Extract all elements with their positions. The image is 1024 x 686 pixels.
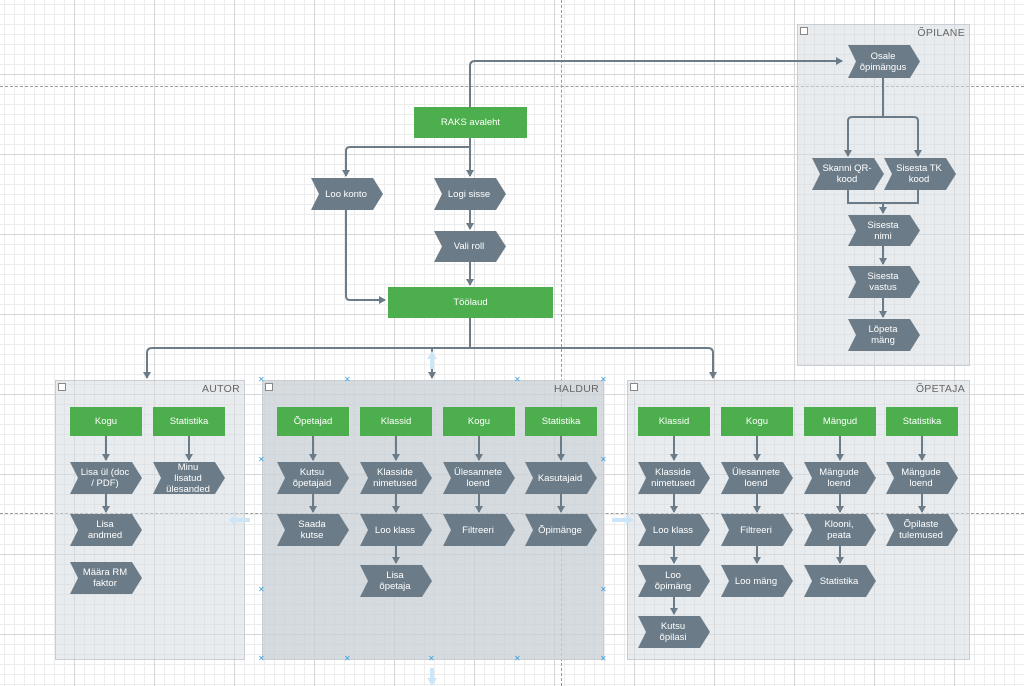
selection-handle[interactable]: ✕ (258, 375, 265, 384)
resize-arrows (228, 351, 634, 686)
node-klooni-peata[interactable]: Klooni, peata (804, 514, 876, 546)
resize-arrow-left (228, 515, 250, 525)
selection-handle[interactable]: ✕ (600, 455, 607, 464)
resize-arrow-down (427, 668, 437, 686)
node-minu-lisatud[interactable]: Minu lisatud ülesanded (153, 462, 225, 494)
node-kasutajaid[interactable]: Kasutajaid (525, 462, 597, 494)
selection-handle[interactable]: ✕ (514, 654, 521, 663)
node-opetaja-statistika2[interactable]: Statistika (804, 565, 876, 597)
node-saada-kutse[interactable]: Saada kutse (277, 514, 349, 546)
guide-line (561, 0, 562, 686)
node-logi-sisse[interactable]: Logi sisse (434, 178, 506, 210)
node-vali-roll[interactable]: Vali roll (434, 231, 506, 262)
node-opetaja-kogu[interactable]: Kogu (721, 407, 793, 436)
node-autor-kogu[interactable]: Kogu (70, 407, 142, 436)
node-sisesta-nimi[interactable]: Sisesta nimi (848, 215, 920, 246)
connector (342, 138, 471, 177)
node-opimange[interactable]: Õpimänge (525, 514, 597, 546)
collapse-toggle-icon[interactable] (630, 383, 638, 391)
node-opetaja-klassid[interactable]: Klassid (638, 407, 710, 436)
node-mangude-loend[interactable]: Mängude loend (804, 462, 876, 494)
resize-arrow-right (612, 515, 634, 525)
connector (844, 78, 884, 157)
selection-handle[interactable]: ✕ (344, 375, 351, 384)
selection-handle[interactable]: ✕ (258, 585, 265, 594)
node-haldur-filtreeri[interactable]: Filtreeri (443, 514, 515, 546)
node-lisa-ul[interactable]: Lisa ül (doc / PDF) (70, 462, 142, 494)
node-loo-opimang[interactable]: Loo õpimäng (638, 565, 710, 597)
node-opetaja-statistika[interactable]: Statistika (886, 407, 958, 436)
node-opilaste-tulemused[interactable]: Õpilaste tulemused (886, 514, 958, 546)
node-sisesta-vastus[interactable]: Sisesta vastus (848, 266, 920, 298)
node-haldur-opetajad[interactable]: Õpetajad (277, 407, 349, 436)
node-maara-rm[interactable]: Määra RM faktor (70, 562, 142, 594)
selection-handle[interactable]: ✕ (600, 654, 607, 663)
collapse-toggle-icon[interactable] (800, 27, 808, 35)
collapse-toggle-icon[interactable] (58, 383, 66, 391)
lane-title: AUTOR (201, 383, 240, 395)
node-osale-opimangus[interactable]: Osale õpimängus (848, 45, 920, 78)
selection-handle[interactable]: ✕ (600, 585, 607, 594)
node-haldur-klassid[interactable]: Klassid (360, 407, 432, 436)
connector (345, 210, 386, 304)
node-opetaja-klasside-nimetused[interactable]: Klasside nimetused (638, 462, 710, 494)
node-lisa-andmed[interactable]: Lisa andmed (70, 514, 142, 546)
lane-title: HALDUR (554, 383, 599, 395)
node-loo-mang[interactable]: Loo mäng (721, 565, 793, 597)
connector (143, 318, 471, 379)
selection-handle[interactable]: ✕ (258, 455, 265, 464)
node-haldur-loo-klass[interactable]: Loo klass (360, 514, 432, 546)
node-sisesta-tk[interactable]: Sisesta TK kood (884, 158, 956, 190)
lane-title: ÕPETAJA (915, 383, 965, 395)
node-opetaja-ulesannete-loend[interactable]: Ülesannete loend (721, 462, 793, 494)
node-opetaja-mangud[interactable]: Mängud (804, 407, 876, 436)
node-haldur-klasside-nimetused[interactable]: Klasside nimetused (360, 462, 432, 494)
node-kutsu-opetajaid[interactable]: Kutsu õpetajaid (277, 462, 349, 494)
connector (469, 57, 843, 107)
node-skanni-qr[interactable]: Skanni QR-kood (812, 158, 884, 190)
selection-handle[interactable]: ✕ (344, 654, 351, 663)
node-toolaud[interactable]: Töölaud (388, 287, 553, 318)
connector (847, 190, 919, 213)
node-opetaja-loo-klass[interactable]: Loo klass (638, 514, 710, 546)
node-mangude-loend2[interactable]: Mängude loend (886, 462, 958, 494)
collapse-toggle-icon[interactable] (265, 383, 273, 391)
selection-handle[interactable]: ✕ (514, 375, 521, 384)
node-autor-statistika[interactable]: Statistika (153, 407, 225, 436)
guide-line (0, 86, 1024, 87)
selection-handle[interactable]: ✕ (428, 654, 435, 663)
node-loo-konto[interactable]: Loo konto (311, 178, 383, 210)
node-opetaja-filtreeri[interactable]: Filtreeri (721, 514, 793, 546)
node-kutsu-opilasi[interactable]: Kutsu õpilasi (638, 616, 710, 648)
node-lisa-opetaja[interactable]: Lisa õpetaja (360, 565, 432, 597)
connector (470, 347, 717, 379)
node-haldur-kogu[interactable]: Kogu (443, 407, 515, 436)
node-haldur-ulesannete-loend[interactable]: Ülesannete loend (443, 462, 515, 494)
lane-title: ÕPILANE (917, 27, 965, 39)
node-lopeta-mang[interactable]: Lõpeta mäng (848, 319, 920, 351)
node-haldur-statistika[interactable]: Statistika (525, 407, 597, 436)
connector (883, 116, 922, 157)
resize-arrow-up (427, 351, 437, 369)
selection-handle[interactable]: ✕ (600, 375, 607, 384)
selection-handle[interactable]: ✕ (258, 654, 265, 663)
node-raks-avaleht[interactable]: RAKS avaleht (414, 107, 527, 138)
